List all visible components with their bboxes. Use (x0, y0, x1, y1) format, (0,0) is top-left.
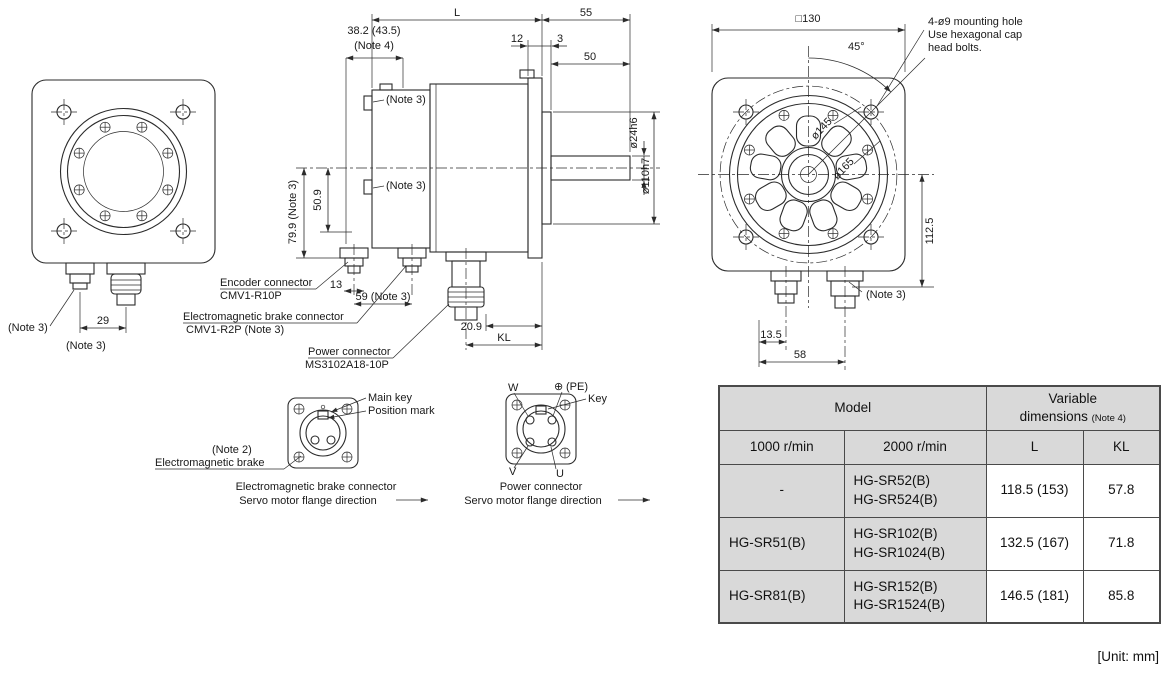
cell-dim-L: 118.5 (153) (985, 463, 1084, 518)
pin-pe-label: (PE) (566, 381, 588, 393)
dim-59-label: 59 (Note 3) (355, 291, 410, 303)
mounting-hole-note-line1: 4-ø9 mounting hole (928, 16, 1023, 28)
col-header-L: L (985, 429, 1084, 465)
side-view-drawing: L 55 12 3 50 38.2 (43.5) (Note 4) (Note … (183, 7, 660, 371)
dim-50-label: 50 (584, 51, 596, 63)
model-line: HG-SR102(B) (853, 526, 938, 542)
electromagnetic-brake-label: Electromagnetic brake (155, 457, 264, 469)
table-header-model: Model (718, 385, 987, 431)
table-row: HG-SR81(B) HG-SR152(B) HG-SR1524(B) 146.… (718, 569, 1161, 624)
power-flange-direction-label: Servo motor flange direction (464, 495, 602, 507)
cell-dim-L: 146.5 (181) (985, 569, 1084, 624)
dim-13-label: 13 (330, 279, 342, 291)
cell-model-2000: HG-SR102(B) HG-SR1024(B) (843, 516, 987, 571)
dim-165-label: ø165 (831, 156, 857, 183)
dim-55-label: 55 (580, 7, 592, 19)
power-detail-caption: Power connector (500, 481, 583, 493)
cell-dim-KL: 85.8 (1082, 569, 1161, 624)
cell-model-1000: - (718, 463, 845, 518)
variable-dimensions-table: Model Variable dimensions (Note 4) 1000 … (718, 385, 1162, 624)
table-header-variable-dimensions: Variable dimensions (Note 4) (985, 385, 1161, 431)
cell-model-1000: HG-SR81(B) (718, 569, 845, 624)
brake-connector-label: Electromagnetic brake connector (183, 311, 344, 323)
encoder-connector-label: Encoder connector (220, 277, 313, 289)
dim-shaft-label: ø24h6 (628, 117, 640, 148)
dim-20-9-label: 20.9 (461, 321, 482, 333)
cell-dim-L: 132.5 (167) (985, 516, 1084, 571)
model-line: HG-SR152(B) (853, 579, 938, 595)
mounting-hole-note-line3: head bolts. (928, 42, 982, 54)
dim-spigot-label: ø110h7 (640, 158, 652, 195)
dim-112-5-label: 112.5 (924, 218, 936, 245)
model-line: HG-SR524(B) (853, 491, 938, 507)
pin-v-label: V (509, 466, 517, 478)
model-line: HG-SR52(B) (853, 473, 931, 489)
col-header-1000rpm: 1000 r/min (718, 429, 845, 465)
dim-L-label: L (454, 7, 460, 19)
rear-view-drawing: (Note 3) 29 (Note 3) (8, 79, 216, 352)
dim-square-130-label: □130 (796, 13, 821, 25)
cell-dim-KL: 57.8 (1082, 463, 1161, 518)
col-header-2000rpm: 2000 r/min (843, 429, 987, 465)
brake-connector-detail-drawing: Main key Position mark (Note 2) Electrom… (155, 392, 435, 507)
rear-note3-bottom-label: (Note 3) (66, 340, 106, 352)
dim-50-9-label: 50.9 (312, 189, 324, 210)
variable-word: Variable (1048, 391, 1098, 407)
dim-38-2-label: 38.2 (43.5) (347, 25, 400, 37)
dim-45deg-label: 45° (848, 41, 865, 53)
table-row: - HG-SR52(B) HG-SR524(B) 118.5 (153) 57.… (718, 463, 1161, 518)
unit-note: [Unit: mm] (1097, 649, 1159, 664)
pin-w-label: W (508, 382, 519, 394)
main-key-label: Main key (368, 392, 413, 404)
power-connector-model: MS3102A18-10P (305, 359, 389, 371)
table-row: HG-SR51(B) HG-SR102(B) HG-SR1024(B) 132.… (718, 516, 1161, 571)
dim-58-label: 58 (794, 349, 806, 361)
front-note3-label: (Note 3) (866, 289, 906, 301)
note2-label: (Note 2) (212, 444, 252, 456)
cell-model-2000: HG-SR52(B) HG-SR524(B) (843, 463, 987, 518)
pe-symbol-icon: ⊕ (554, 381, 563, 393)
brake-flange-direction-label: Servo motor flange direction (239, 495, 377, 507)
cell-dim-KL: 71.8 (1082, 516, 1161, 571)
rear-dim-29-label: 29 (97, 315, 109, 327)
model-line: HG-SR1524(B) (853, 597, 946, 613)
dim-KL-label: KL (497, 332, 510, 344)
brake-detail-caption: Electromagnetic brake connector (236, 481, 397, 493)
position-mark-label: Position mark (368, 405, 435, 417)
rear-note3-left-label: (Note 3) (8, 322, 48, 334)
cell-model-1000: HG-SR51(B) (718, 516, 845, 571)
front-view-drawing: □130 45° 4-ø9 mounting hole Use hexagona… (698, 13, 1023, 370)
side-note3-top-label: (Note 3) (386, 94, 426, 106)
key-label: Key (588, 393, 607, 405)
note4-superscript: (Note 4) (1091, 413, 1126, 425)
model-line: HG-SR1024(B) (853, 544, 946, 560)
encoder-connector-model: CMV1-R10P (220, 290, 282, 302)
dim-12-label: 12 (511, 33, 523, 45)
dim-79-9-label: 79.9 (Note 3) (287, 180, 299, 244)
power-connector-detail-drawing: W ⊕ (PE) Key V U Power connector Servo m… (464, 381, 650, 507)
dimensions-word: dimensions (1019, 409, 1088, 425)
power-connector-label: Power connector (308, 346, 391, 358)
mounting-hole-note-line2: Use hexagonal cap (928, 29, 1022, 41)
pin-u-label: U (556, 468, 564, 480)
dim-13-5-label: 13.5 (760, 329, 781, 341)
note4-label: (Note 4) (354, 40, 394, 52)
side-note3-mid-label: (Note 3) (386, 180, 426, 192)
col-header-KL: KL (1082, 429, 1161, 465)
cell-model-2000: HG-SR152(B) HG-SR1524(B) (843, 569, 987, 624)
brake-connector-model: CMV1-R2P (Note 3) (186, 324, 284, 336)
dim-3-label: 3 (557, 33, 563, 45)
